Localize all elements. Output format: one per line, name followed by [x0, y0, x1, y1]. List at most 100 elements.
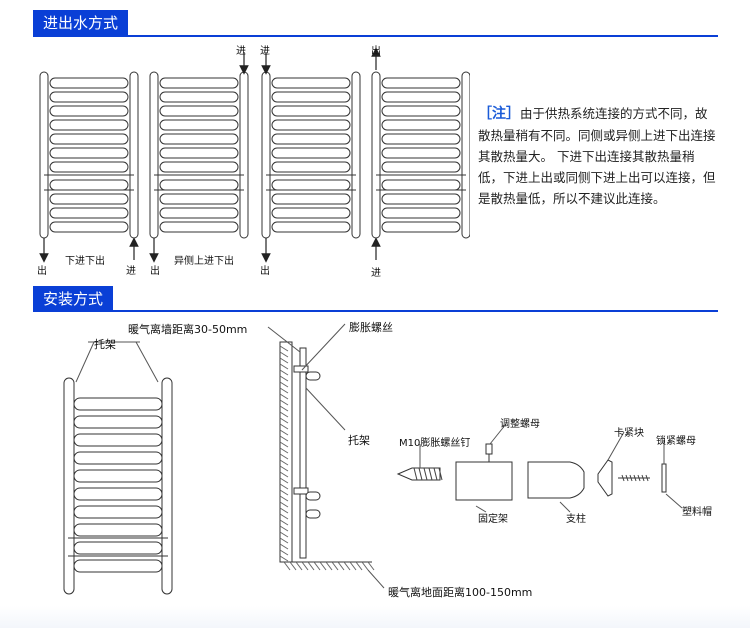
front-radiator-bar	[73, 559, 163, 573]
adjust-nut-leader	[489, 423, 507, 445]
screw-thread	[418, 467, 423, 481]
floor-hatch	[319, 561, 327, 571]
note-tag: ［注］	[478, 106, 520, 122]
radiator-bar	[381, 91, 461, 103]
floor-hatch	[349, 561, 357, 571]
m10-screw-label: M10膨胀螺丝钉	[399, 438, 471, 449]
radiator-bar	[271, 133, 351, 145]
support-post	[527, 461, 585, 499]
bolt-thread	[641, 474, 645, 482]
plastic-cap	[661, 463, 667, 493]
radiator-bar	[159, 147, 239, 159]
wall-hatch	[279, 459, 289, 466]
screw-thread	[413, 467, 418, 481]
clip-label: 卡紧块	[614, 428, 644, 439]
wall-hatch	[279, 399, 289, 406]
wall-hatch	[279, 471, 289, 478]
support-leader	[559, 501, 571, 513]
floor-hatch	[361, 561, 369, 571]
radiator-right-column	[129, 71, 139, 239]
radiator-left-column	[39, 71, 49, 239]
radiator-bar	[271, 221, 351, 233]
wall-hatch	[279, 441, 289, 448]
diagram1-in-label: 进	[126, 266, 136, 277]
wall-hatch	[279, 543, 289, 550]
screw-thread	[433, 467, 438, 481]
front-right-column	[161, 377, 173, 595]
fixed-frame-leader	[475, 505, 487, 513]
expansion-screw-leader	[301, 323, 346, 371]
expansion-screw-label: 膨胀螺丝	[349, 321, 393, 334]
wall-hatch	[279, 429, 289, 436]
radiator-bar	[381, 207, 461, 219]
note-text: 由于供热系统连接的方式不同，故散热量稍有不同。同侧或异侧上进下出连接其散热量大。…	[478, 106, 716, 206]
diagram2-in-label-1: 进	[236, 46, 246, 57]
radiator-bar	[271, 105, 351, 117]
diagram4-out-label: 出	[371, 46, 381, 57]
radiator-bar	[381, 119, 461, 131]
radiator-bar	[159, 179, 239, 191]
radiator-bar	[271, 207, 351, 219]
radiator-bar	[49, 161, 129, 173]
front-radiator-bar	[73, 397, 163, 411]
radiator-bar	[49, 105, 129, 117]
floor-hatch	[313, 561, 321, 571]
adjust-nut-label: 调整螺母	[500, 419, 540, 430]
front-radiator-bar	[73, 451, 163, 465]
section-divider-flow	[33, 35, 718, 37]
floor-hatch	[289, 561, 297, 571]
bracket-label: 托架	[94, 338, 116, 351]
floor-hatch	[307, 561, 315, 571]
radiator-left-column	[261, 71, 271, 239]
connection-note: ［注］由于供热系统连接的方式不同，故散热量稍有不同。同侧或异侧上进下出连接其散热…	[478, 103, 718, 209]
wall-hatch	[279, 393, 289, 400]
floor-distance-label: 暖气离地面距离100-150mm	[388, 586, 533, 599]
wall-hatch	[279, 555, 289, 562]
radiator-1	[39, 71, 139, 239]
wall-hatch	[279, 537, 289, 544]
wall-hatch	[279, 387, 289, 394]
wall-hatch	[279, 351, 289, 358]
clip-leader	[607, 431, 625, 461]
front-radiator	[63, 377, 173, 595]
wall-hatch	[279, 363, 289, 370]
radiator-bar	[381, 179, 461, 191]
radiator-bar	[271, 193, 351, 205]
bolt-thread	[637, 474, 641, 482]
section-title-flow: 进出水方式	[33, 10, 129, 36]
wall-distance-label: 暖气离墙距离30-50mm	[128, 323, 248, 336]
bolt-thread	[633, 474, 637, 482]
lock-nut-label: 锁紧螺母	[656, 436, 696, 447]
wall-hatch	[279, 435, 289, 442]
radiator-bar	[159, 77, 239, 89]
radiator-bar	[49, 193, 129, 205]
screw-thread	[438, 467, 443, 481]
radiator-bar	[271, 161, 351, 173]
radiator-bar	[49, 133, 129, 145]
wall-distance-leader	[267, 326, 301, 353]
exploded-parts	[396, 443, 667, 501]
wall-hatch	[279, 375, 289, 382]
radiator-bar	[381, 133, 461, 145]
wall-hatch	[279, 495, 289, 502]
radiator-bar	[381, 161, 461, 173]
side-rail	[305, 491, 321, 501]
wall-hatch	[279, 477, 289, 484]
radiator-4	[371, 71, 470, 239]
wall-hatch	[279, 447, 289, 454]
radiator-right-column	[461, 71, 470, 239]
floor-hatch	[337, 561, 345, 571]
diagram1-out-label: 出	[37, 266, 47, 277]
wall-hatch	[279, 519, 289, 526]
wall-hatch	[279, 531, 289, 538]
wall-hatch	[279, 489, 289, 496]
radiator-bar	[159, 207, 239, 219]
bracket-label-2: 托架	[348, 434, 370, 447]
radiator-bar	[381, 221, 461, 233]
front-radiator-bar	[73, 415, 163, 429]
connection-diagrams	[39, 47, 470, 263]
side-rail	[305, 509, 321, 519]
diagram2-caption: 异侧上进下出	[174, 256, 234, 267]
wall-hatch	[279, 345, 289, 352]
wall-hatch	[279, 357, 289, 364]
